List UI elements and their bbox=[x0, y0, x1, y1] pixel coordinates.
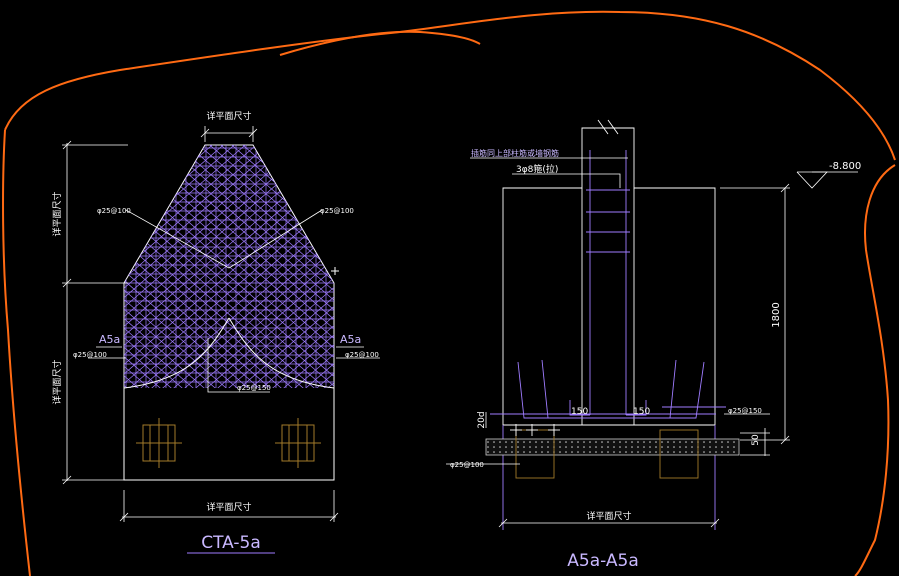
height-label: 1800 bbox=[771, 302, 782, 327]
bend-left-label: 150 bbox=[571, 407, 588, 417]
bend-right-label: 150 bbox=[633, 407, 650, 417]
rebar-label-top-left: φ25@100 bbox=[97, 207, 131, 215]
leader-top-right bbox=[228, 209, 323, 269]
leader-center bbox=[207, 338, 270, 393]
rebar-bar bbox=[124, 145, 186, 388]
rebar-bar bbox=[137, 145, 334, 388]
rebar-bar bbox=[124, 145, 334, 388]
rebar-bar bbox=[124, 145, 274, 388]
rebar-bar bbox=[124, 145, 219, 388]
section-ticks bbox=[510, 424, 560, 436]
plan-dim-bottom: 详平面尺寸 bbox=[206, 501, 251, 513]
rebar-bar bbox=[203, 145, 334, 388]
rebar-bar bbox=[124, 145, 334, 388]
rebar-bar bbox=[124, 145, 230, 388]
rebar-bar bbox=[192, 145, 334, 388]
rebar-bar bbox=[225, 145, 334, 388]
rebar-bar bbox=[203, 145, 334, 388]
rebar-bar bbox=[124, 145, 285, 388]
plan-dimensions bbox=[62, 126, 339, 522]
rebar-bar bbox=[247, 145, 334, 388]
rebar-bar bbox=[124, 145, 334, 388]
rebar-left-label: φ25@100 bbox=[450, 461, 484, 469]
rebar-bar bbox=[192, 145, 334, 388]
pile-cap-left bbox=[136, 418, 182, 468]
rebar-bar bbox=[124, 145, 263, 388]
note-stirrup: 3φ8箍(拉) bbox=[516, 163, 558, 175]
section-mark-right: A5a bbox=[340, 333, 361, 346]
rebar-bar bbox=[124, 145, 241, 388]
rebar-label-right: φ25@100 bbox=[345, 351, 379, 359]
pile-cap-right bbox=[275, 418, 321, 468]
plan-title: CTA-5a bbox=[201, 533, 261, 553]
rebar-bar bbox=[124, 145, 307, 388]
rebar-bar bbox=[124, 145, 241, 388]
rebar-bar bbox=[124, 145, 208, 388]
rebar-label-top-right: φ25@100 bbox=[320, 207, 354, 215]
section-dim-bottom: 详平面尺寸 bbox=[586, 510, 631, 522]
rebar-bar bbox=[148, 145, 334, 388]
rebar-bar bbox=[159, 145, 334, 388]
elevation-label: -8.800 bbox=[829, 161, 861, 172]
rebar-label-center: φ25@150 bbox=[237, 384, 271, 392]
rebar-bar bbox=[280, 145, 334, 388]
rebar-bar bbox=[269, 145, 334, 388]
section-title: A5a-A5a bbox=[567, 551, 639, 571]
note-top: 插筋同上部柱筋或墙钢筋 bbox=[471, 148, 559, 158]
rebar-bar bbox=[124, 145, 296, 388]
rebar-bar bbox=[124, 145, 318, 388]
rebar-bar bbox=[124, 145, 252, 388]
rebar-bar bbox=[124, 145, 252, 388]
rebar-bar bbox=[236, 145, 334, 388]
section-mark-left: A5a bbox=[99, 333, 120, 346]
plan-dim-left-upper: 详平面尺寸 bbox=[51, 191, 63, 236]
grout-bed bbox=[485, 438, 740, 456]
plan-dim-top: 详平面尺寸 bbox=[206, 110, 251, 122]
rebar-bar bbox=[170, 145, 334, 388]
cover-label: 50 bbox=[751, 434, 761, 446]
rebar-bar bbox=[124, 145, 197, 388]
section-outline bbox=[502, 119, 716, 426]
plan-arc-right bbox=[228, 317, 335, 389]
rebar-label-left: φ25@100 bbox=[73, 351, 107, 359]
rebar-bar bbox=[214, 145, 334, 388]
leader-top-left bbox=[125, 209, 230, 269]
revision-cloud bbox=[2, 10, 896, 576]
section-view: 插筋同上部柱筋或墙钢筋 3φ8箍(拉) -8.800 1800 150 150 … bbox=[446, 119, 861, 571]
section-dimensions bbox=[446, 157, 858, 528]
rebar-bar bbox=[126, 145, 334, 388]
anchor-label: 20d bbox=[477, 411, 487, 428]
rebar-bar bbox=[214, 145, 334, 388]
plan-dim-left-lower: 详平面尺寸 bbox=[51, 359, 63, 404]
plan-arc-left bbox=[123, 317, 230, 389]
rebar-bar bbox=[124, 145, 274, 388]
rebar-bar bbox=[258, 145, 334, 388]
rebar-bar bbox=[124, 145, 263, 388]
rebar-right-label: φ25@150 bbox=[728, 407, 762, 415]
